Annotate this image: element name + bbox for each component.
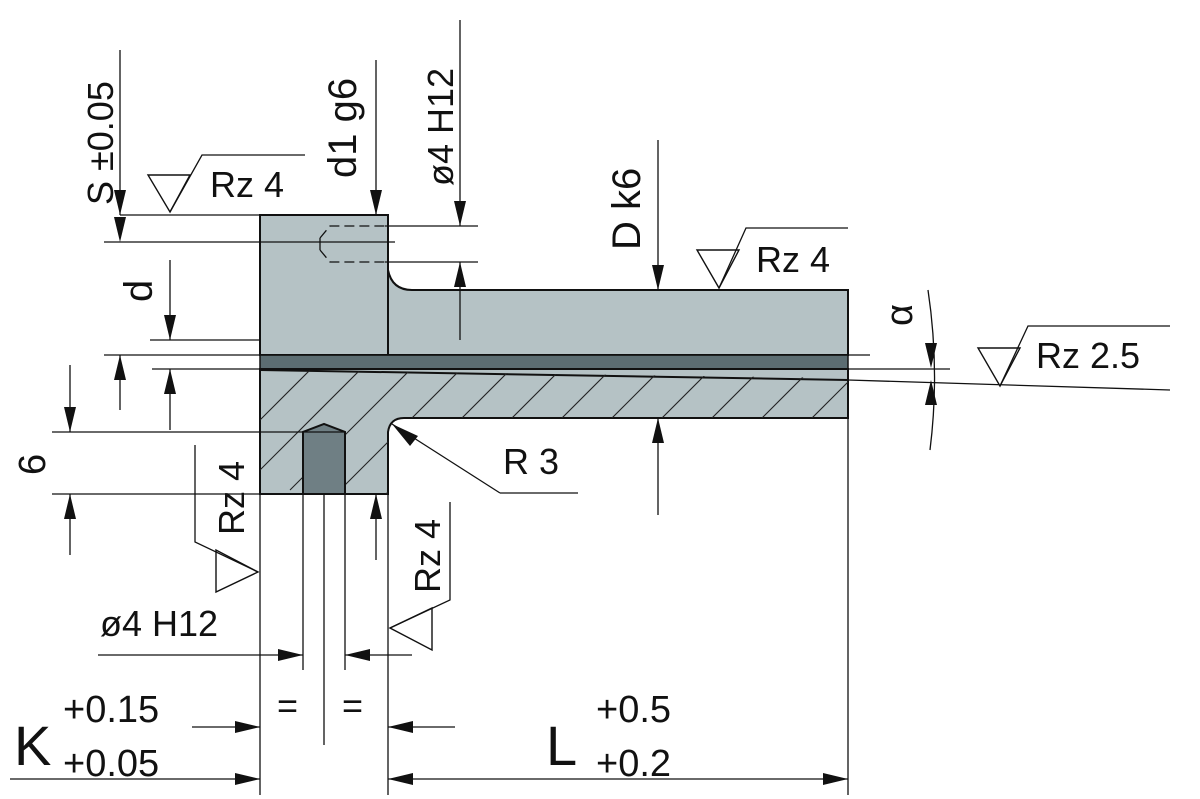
angle-label: α — [879, 304, 921, 326]
surface-finish-bore: Rz 2.5 — [976, 325, 1170, 388]
surface-finish-top-right: Rz 4 — [695, 227, 848, 290]
outer-diameter-label: D k6 — [605, 168, 649, 250]
surface-finish-face-right: Rz 4 — [388, 502, 451, 652]
d1-fit-label: d1 g6 — [321, 78, 365, 178]
arrowheads — [64, 190, 937, 785]
surface-finish-top-left: Rz 4 — [146, 154, 305, 214]
bore-section — [259, 354, 849, 370]
radius-label: R 3 — [503, 441, 559, 482]
s-tolerance-label: S ±0.05 — [80, 81, 121, 205]
taper-extension — [847, 379, 1171, 391]
pin-hole — [302, 422, 346, 495]
height-6-label: 6 — [12, 454, 54, 475]
hole-top-label: ø4 H12 — [420, 68, 461, 186]
equal-right-label: = — [342, 685, 363, 726]
rz-face-right-label: Rz 4 — [407, 519, 448, 593]
l-letter-label: L — [546, 714, 577, 777]
rz-top-right-label: Rz 4 — [756, 239, 830, 280]
hole-bottom-label: ø4 H12 — [100, 603, 218, 644]
rz-top-left-label: Rz 4 — [210, 164, 284, 205]
upper-drill-hole — [319, 225, 385, 263]
part-body-lower — [259, 368, 849, 495]
k-upper-label: +0.15 — [63, 689, 159, 731]
k-lower-label: +0.05 — [63, 743, 159, 785]
equal-left-label: = — [277, 685, 298, 726]
l-lower-label: +0.2 — [596, 743, 671, 785]
l-upper-label: +0.5 — [596, 689, 671, 731]
extension-lines — [10, 20, 950, 795]
k-letter-label: K — [14, 714, 51, 777]
rz-bore-label: Rz 2.5 — [1036, 335, 1140, 376]
surface-finish-face-left: Rz 4 — [194, 445, 260, 594]
rz-face-left-label: Rz 4 — [211, 461, 252, 535]
part-body-upper — [259, 214, 849, 356]
small-d-label: d — [117, 280, 161, 302]
